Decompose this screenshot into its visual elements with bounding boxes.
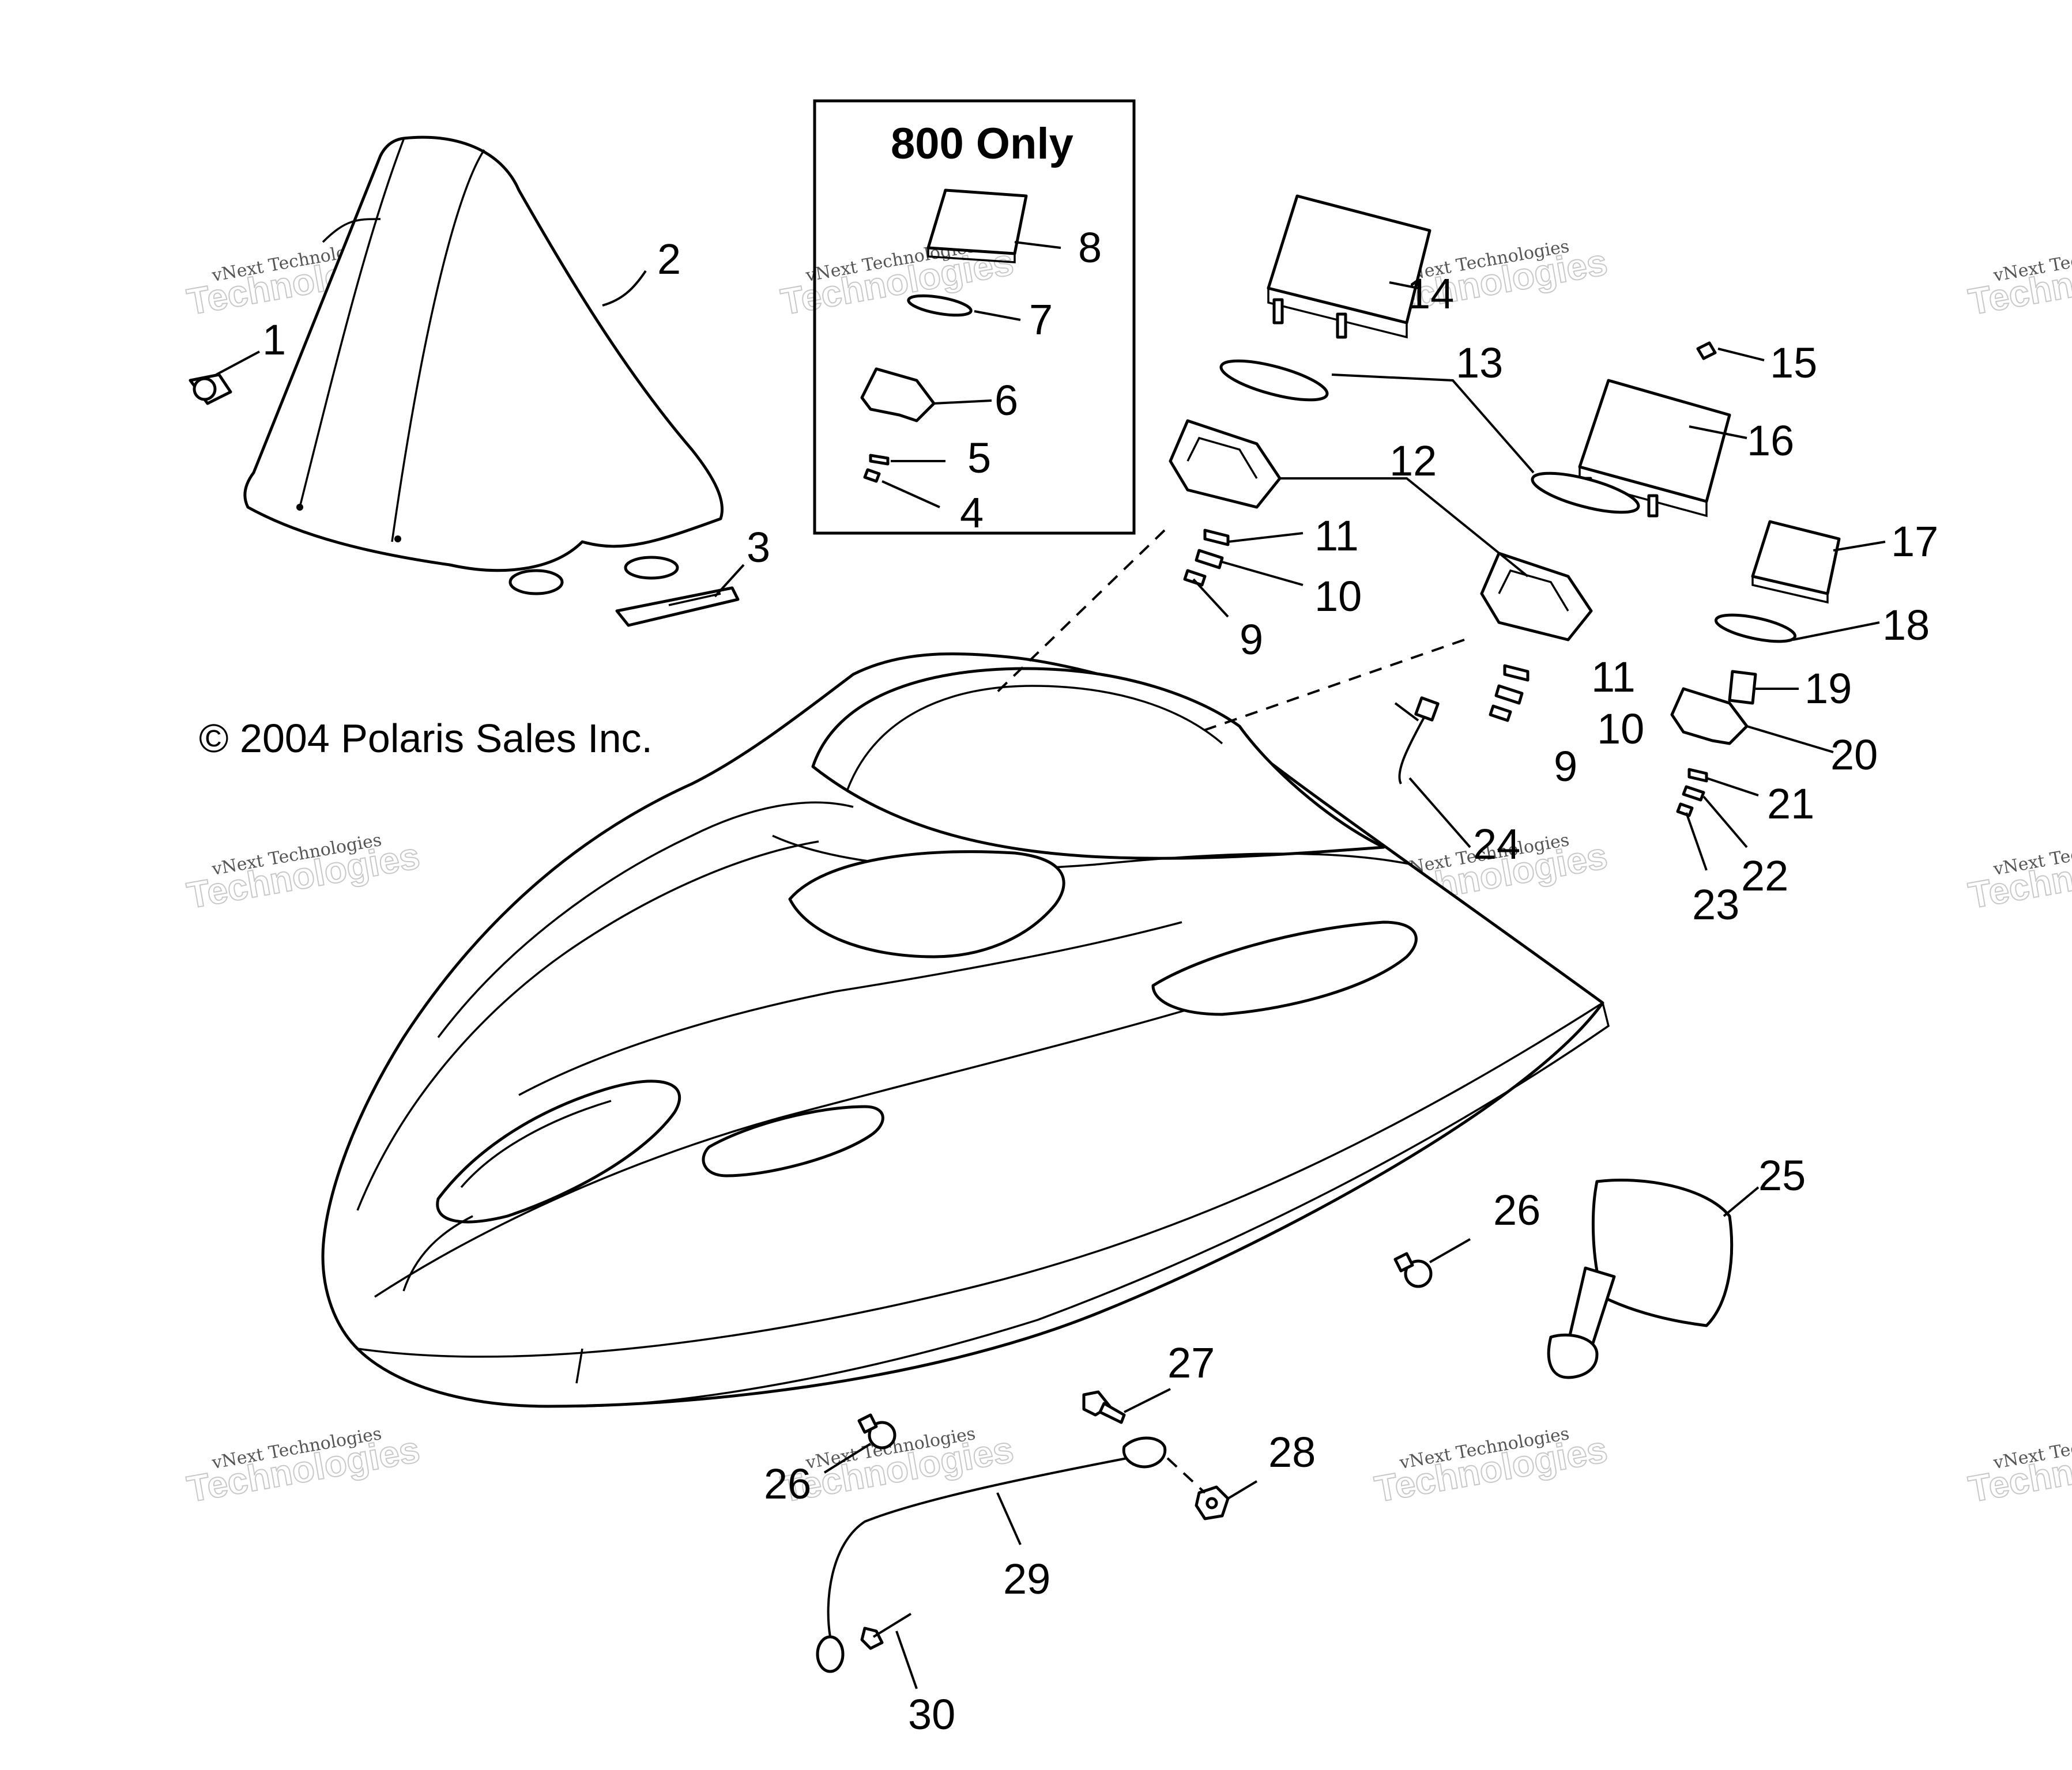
small-gauge-fasteners [1676, 768, 1708, 817]
callout-25: 25 [1758, 1152, 1806, 1199]
small-gauge-bulb [1728, 670, 1757, 705]
callout-5: 5 [967, 434, 991, 482]
windshield-bracket [615, 586, 740, 627]
gauge-left-fasteners [1183, 529, 1230, 587]
watermark: Technologies vNext Technologies [183, 1424, 423, 1511]
watermark: Technologies vNext Technologies [1371, 1424, 1611, 1511]
wire-connector [1398, 696, 1440, 784]
callouts: 1 2 3 4 5 6 7 8 9 9 10 10 11 11 12 13 14… [262, 224, 1938, 1738]
watermark: Technologies vNext Technologies [1965, 830, 2072, 917]
callout-26a: 26 [1493, 1186, 1540, 1234]
callout-21: 21 [1767, 780, 1814, 828]
windshield [243, 135, 724, 595]
nut [1195, 1485, 1230, 1520]
callout-11a: 11 [1314, 512, 1359, 560]
copyright: © 2004 Polaris Sales Inc. [199, 716, 653, 761]
svg-text:Technologies: Technologies [1965, 1428, 2072, 1510]
svg-text:Technologies: Technologies [1965, 241, 2072, 323]
callout-24: 24 [1473, 820, 1520, 868]
callout-10a: 10 [1314, 572, 1362, 620]
watermark: Technologies vNext Technologies [1965, 236, 2072, 323]
callout-1: 1 [262, 316, 286, 364]
gauge-right-ring [1531, 471, 1640, 514]
gauge-right-fasteners [1489, 664, 1529, 722]
callout-30: 30 [908, 1690, 955, 1738]
callout-4: 4 [960, 489, 984, 537]
push-nut-lower [857, 1413, 896, 1450]
alignment-lines [990, 529, 1465, 733]
tether-cable [816, 1436, 1206, 1673]
callout-15: 15 [1770, 339, 1817, 387]
push-nut [1393, 1252, 1433, 1288]
callout-8: 8 [1078, 224, 1102, 271]
watermark: Technologies vNext Technologies [777, 1424, 1017, 1511]
watermark: Technologies vNext Technologies [183, 830, 423, 917]
callout-13: 13 [1456, 339, 1503, 387]
mirror [1547, 1179, 1734, 1379]
callout-14: 14 [1407, 270, 1454, 318]
callout-26b: 26 [764, 1460, 811, 1508]
callout-18: 18 [1882, 601, 1930, 649]
inset-title: 800 Only [891, 119, 1073, 168]
small-clip [1696, 341, 1717, 360]
callout-11b: 11 [1591, 653, 1636, 701]
small-gauge-bezel [1670, 687, 1749, 745]
rivet [860, 1613, 912, 1650]
callout-10b: 10 [1597, 705, 1644, 753]
callout-20: 20 [1830, 731, 1878, 779]
callout-23: 23 [1692, 881, 1739, 929]
gauge-left-ring [1219, 359, 1329, 402]
leader-lines [216, 241, 1886, 1689]
bolt [1082, 1390, 1126, 1424]
inset-800-only: 800 Only [813, 99, 1136, 535]
callout-9b: 9 [1554, 742, 1577, 790]
callout-16: 16 [1747, 417, 1794, 465]
callout-3: 3 [747, 523, 770, 571]
small-gauge-ring [1714, 613, 1797, 643]
callout-17: 17 [1891, 518, 1938, 565]
callout-27: 27 [1167, 1339, 1215, 1387]
gauge-right-bezel [1480, 552, 1593, 641]
callout-7: 7 [1029, 296, 1053, 344]
callout-12: 12 [1389, 437, 1437, 485]
hood [321, 652, 1610, 1408]
gauge-left [1267, 194, 1431, 339]
callout-22: 22 [1741, 852, 1788, 900]
small-gauge [1751, 520, 1841, 604]
svg-text:Technologies: Technologies [1965, 835, 2072, 916]
watermark: Technologies vNext Technologies [1965, 1424, 2072, 1511]
gauge-left-bezel [1169, 419, 1282, 509]
callout-29: 29 [1003, 1555, 1050, 1603]
callout-19: 19 [1804, 665, 1852, 712]
callout-6: 6 [994, 376, 1018, 424]
callout-28: 28 [1268, 1428, 1316, 1476]
callout-9a: 9 [1240, 616, 1263, 663]
windshield-screw [189, 373, 232, 405]
callout-2: 2 [657, 235, 681, 283]
